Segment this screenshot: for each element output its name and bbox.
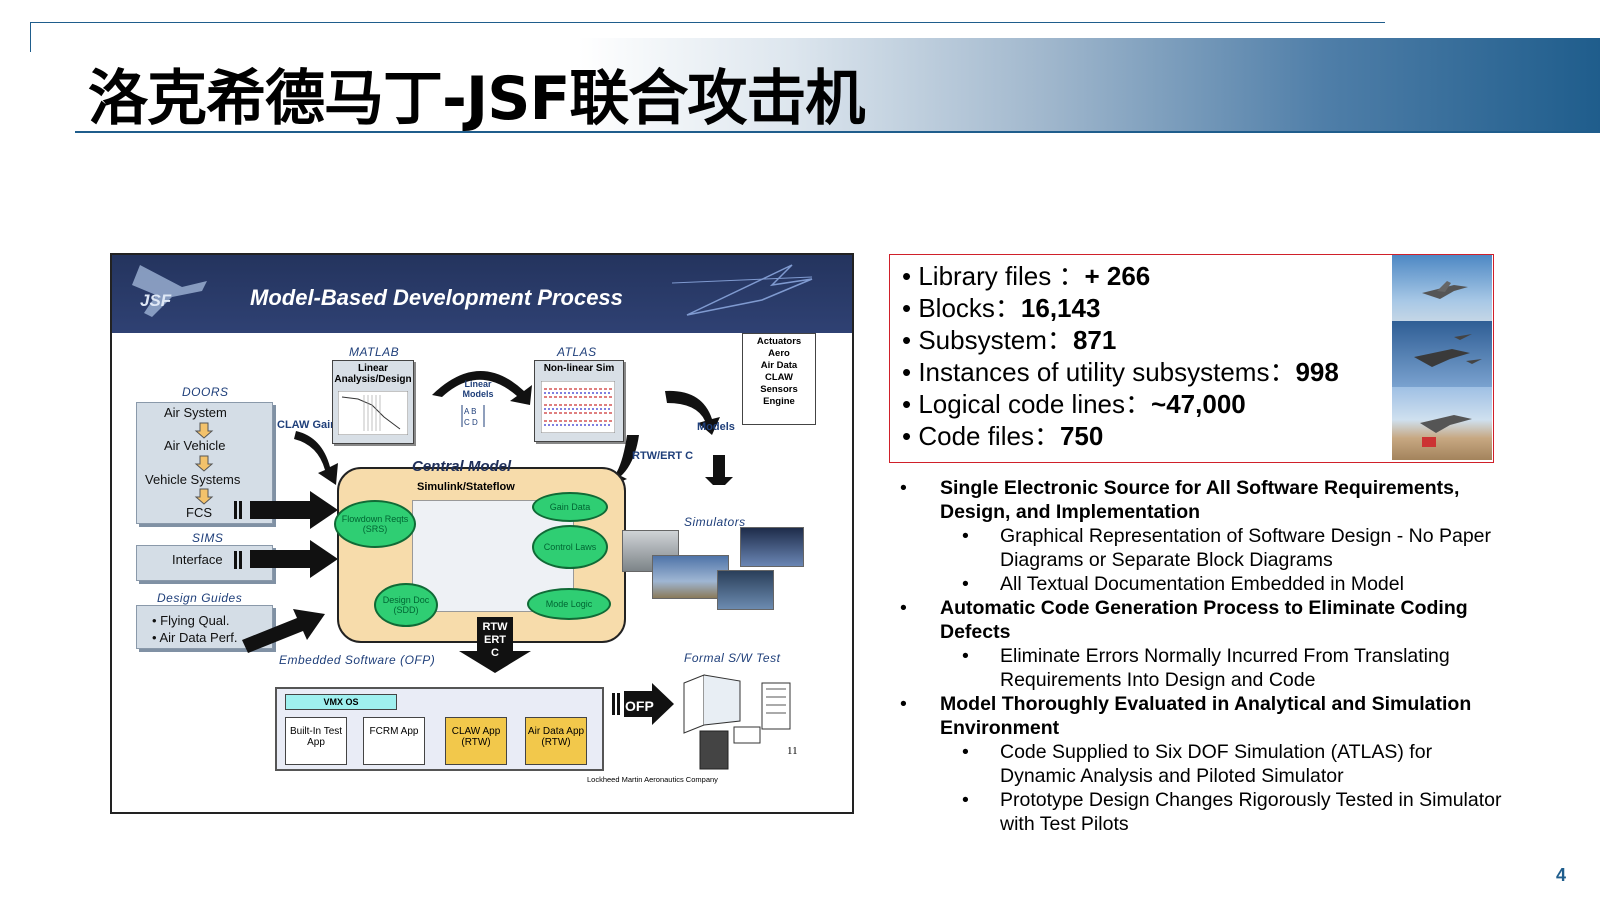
cloud-mode-logic: Mode Logic <box>527 588 611 620</box>
doors-down-arrows-icon <box>194 422 214 505</box>
jsf-logo-text: JSF <box>140 291 172 310</box>
actuators-item: CLAW <box>765 372 793 383</box>
sub-bullet-item: Graphical Representation of Software Des… <box>890 524 1510 572</box>
diagram-title: Model-Based Development Process <box>250 285 623 310</box>
sims-label: SIMS <box>192 531 224 545</box>
simulator-photo <box>652 555 729 599</box>
diagram-header: JSF Model-Based Development Process <box>112 255 852 333</box>
stat-utility-instances: • Instances of utility subsystems：998 <box>902 357 1339 387</box>
left-tick <box>30 22 31 52</box>
rtw-ert-c-label: RTW/ERT C <box>632 450 694 462</box>
diagram-slide-number: 11 <box>787 745 798 757</box>
simulator-photo <box>717 570 774 610</box>
simulators-label: Simulators <box>684 515 746 529</box>
jet-icon <box>1420 415 1472 447</box>
formal-test-label: Formal S/W Test <box>684 651 781 665</box>
page-title: 洛克希德马丁-JSF联合攻击机 <box>88 64 865 134</box>
ofp-arrow-label: OFP <box>625 698 654 714</box>
ofp-arrow-icon <box>612 683 674 725</box>
cloud-flowdown-reqts: Flowdown Reqts (SRS) <box>334 500 416 548</box>
test-lab-sketch-icon <box>683 674 791 770</box>
sub-bullet-item: Code Supplied to Six DOF Simulation (ATL… <box>890 740 1510 788</box>
linear-models-label: Linear Models <box>462 379 494 399</box>
rtw-ert-c-box: RTW ERT C <box>480 621 510 660</box>
rtw-line: RTW <box>482 621 508 633</box>
matlab-sub: Linear Analysis/Design <box>334 363 412 385</box>
rtw-line: C <box>491 647 499 659</box>
stat-code-files: • Code files：750 <box>902 421 1104 451</box>
bode-plot-icon <box>338 391 408 435</box>
models-label: Models <box>697 421 735 433</box>
sub-bullet-item: Prototype Design Changes Rigorously Test… <box>890 788 1510 836</box>
input-arrows-icon <box>234 491 338 653</box>
builtin-test-app: Built-In Test App <box>285 717 347 765</box>
design-guides-label: Design Guides <box>157 591 243 605</box>
stat-subsystem: • Subsystem：871 <box>902 325 1117 355</box>
models-arrows-icon <box>617 390 733 485</box>
doors-item: Air System <box>164 405 227 420</box>
sub-bullet-item: Eliminate Errors Normally Incurred From … <box>890 644 1510 692</box>
actuators-item: Aero <box>768 348 790 359</box>
doors-item: FCS <box>186 505 212 520</box>
central-model-sub: Simulink/Stateflow <box>417 481 515 493</box>
claw-gains-label: CLAW Gains <box>277 419 344 431</box>
fcrm-app: FCRM App <box>363 717 425 765</box>
doors-item: Air Vehicle <box>164 438 226 453</box>
atlas-box: Non-linear Sim <box>534 360 624 442</box>
design-guide-item: • Air Data Perf. <box>152 630 238 645</box>
bullet-item: Single Electronic Source for All Softwar… <box>890 476 1510 524</box>
ofp-label: Embedded Software (OFP) <box>279 653 436 667</box>
air-data-app: Air Data App (RTW) <box>525 717 587 765</box>
rtw-down-arrow-icon <box>459 617 531 673</box>
actuators-box: Actuators Aero Air Data CLAW Sensors Eng… <box>742 333 816 425</box>
matrix-abcd-icon: A B C D <box>461 405 485 427</box>
cloud-design-doc: Design Doc (SDD) <box>374 583 438 627</box>
sims-item: Interface <box>172 552 223 567</box>
jsf-jet-logo-icon <box>132 264 813 317</box>
vmx-os: VMX OS <box>285 694 397 710</box>
svg-text:C D: C D <box>464 418 478 427</box>
doors-label: DOORS <box>182 385 229 399</box>
matlab-box: Linear Analysis/Design <box>332 360 414 444</box>
top-rule <box>30 22 1385 23</box>
f35-photo-ground <box>1392 387 1492 460</box>
jet-icon <box>1414 334 1482 367</box>
bullet-item: Automatic Code Generation Process to Eli… <box>890 596 1510 644</box>
claw-curved-arrow-icon <box>294 431 338 485</box>
atlas-sub: Non-linear Sim <box>543 363 615 374</box>
code-stats-box: • Library files ：+ 266 • Blocks：16,143 •… <box>889 254 1494 463</box>
actuators-item: Air Data <box>760 360 798 371</box>
rtw-line: ERT <box>484 634 506 646</box>
claw-app: CLAW App (RTW) <box>445 717 507 765</box>
ofp-box: VMX OS Built-In Test App FCRM App CLAW A… <box>275 687 604 771</box>
jet-icon <box>1422 281 1468 299</box>
matlab-label: MATLAB <box>349 345 400 359</box>
cloud-gain-data: Gain Data <box>532 492 608 522</box>
stat-logical-lines: • Logical code lines：~47,000 <box>902 389 1246 419</box>
bullet-item: Model Thoroughly Evaluated in Analytical… <box>890 692 1510 740</box>
title-band <box>75 38 1600 131</box>
title-underline <box>75 131 1600 133</box>
sim-traces-icon <box>541 381 615 433</box>
actuators-item: Sensors <box>760 384 798 395</box>
simulator-photo <box>740 527 804 567</box>
bullet-list: Single Electronic Source for All Softwar… <box>890 476 1510 836</box>
diagram-company: Lockheed Martin Aeronautics Company <box>587 775 718 784</box>
f35-photo-formation <box>1392 321 1492 387</box>
actuators-item: Engine <box>763 396 795 407</box>
central-model-title: Central Model <box>412 458 512 475</box>
stat-blocks: • Blocks：16,143 <box>902 293 1101 323</box>
svg-text:A B: A B <box>464 407 476 416</box>
cloud-control-laws: Control Laws <box>532 525 608 569</box>
f35-photo-flight <box>1392 255 1492 321</box>
atlas-label: ATLAS <box>557 345 597 359</box>
actuators-item: Actuators <box>756 336 802 347</box>
iteration-arrow-icon <box>432 370 532 405</box>
mbd-process-diagram: JSF Model-Based Development Process DOOR… <box>110 253 854 814</box>
doors-item: Vehicle Systems <box>145 472 241 487</box>
design-guide-item: • Flying Qual. <box>152 613 230 628</box>
page-number: 4 <box>1556 865 1567 885</box>
stat-library-files: • Library files ：+ 266 <box>902 261 1151 291</box>
sub-bullet-item: All Textual Documentation Embedded in Mo… <box>890 572 1510 596</box>
